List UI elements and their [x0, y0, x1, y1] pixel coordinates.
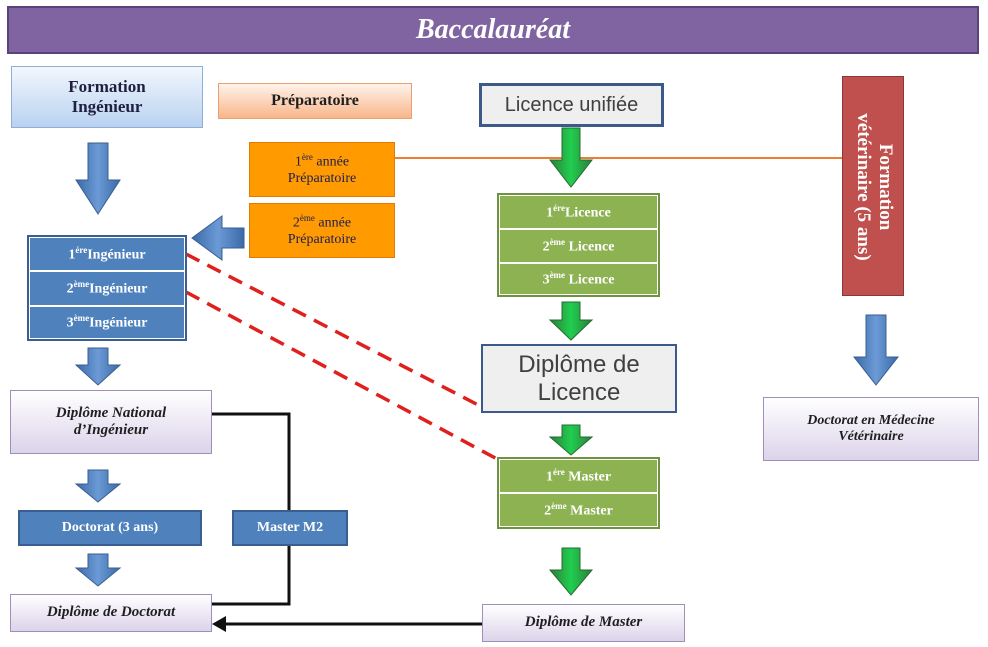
blue-arrow-down [74, 469, 122, 503]
formation-veterinaire-line1: Formation [874, 143, 896, 231]
master-year-2: 2ème Master [499, 493, 658, 527]
doctorat-veterinaire-line1: Doctorat en Médecine [807, 412, 935, 428]
blue-arrow-down [74, 553, 122, 587]
prep-year1-box: 1ère année Préparatoire [249, 142, 395, 197]
diplome-doctorat-box: Diplôme de Doctorat [10, 594, 212, 632]
dashed-link [185, 252, 485, 410]
licence-year-1: 1éreLicence [499, 195, 658, 229]
diplome-licence-box: Diplôme de Licence [481, 344, 677, 413]
green-arrow-down [548, 127, 594, 188]
blue-arrow-left [191, 215, 245, 261]
formation-veterinaire-line2: vétérinaire (5 ans) [853, 113, 874, 261]
diplome-licence-line1: Diplôme de [518, 350, 640, 378]
doctorat-box: Doctorat (3 ans) [18, 510, 202, 546]
ingenieur-year-1: 1éreIngénieur [29, 237, 185, 271]
green-arrow-down [548, 301, 594, 341]
arrow-head-left [212, 616, 226, 632]
licence-year-3: 3ème Licence [499, 263, 658, 295]
green-arrow-down [548, 424, 594, 456]
ingenieur-year-3: 3èmeIngénieur [29, 306, 185, 339]
blue-arrow-down [852, 314, 900, 386]
diplome-master-box: Diplôme de Master [482, 604, 685, 642]
header-baccalaureat: Baccalauréat [7, 6, 979, 54]
master-year-1: 1ére Master [499, 459, 658, 493]
formation-ingenieur-line1: Formation [68, 77, 146, 97]
prep-year1-label: 1ère année [294, 152, 350, 170]
preparatoire-box: Préparatoire [218, 83, 412, 119]
licence-year-2: 2ème Licence [499, 229, 658, 263]
blue-arrow-down [74, 347, 122, 386]
ingenieur-year-2: 2èmeIngénieur [29, 271, 185, 306]
diplome-licence-line2: Licence [537, 378, 621, 406]
master-m2-loop [212, 412, 291, 606]
diplome-ingenieur-box: Diplôme National d’Ingénieur [10, 390, 212, 454]
formation-ingenieur-box: Formation Ingénieur [11, 66, 203, 128]
diplome-ingenieur-line1: Diplôme National [55, 404, 167, 421]
doctorat-veterinaire-line2: Vétérinaire [838, 429, 904, 444]
dashed-link [185, 290, 500, 462]
licence-years-group: 1éreLicence 2ème Licence 3ème Licence [497, 193, 660, 297]
master-m2-box: Master M2 [232, 510, 348, 546]
prep-year2-sub: Préparatoire [287, 231, 357, 247]
prep-year2-label: 2ème année [292, 213, 352, 231]
diplome-ingenieur-line2: d’Ingénieur [73, 422, 149, 438]
doctorat-veterinaire-box: Doctorat en Médecine Vétérinaire [763, 397, 979, 461]
prep-year2-box: 2ème année Préparatoire [249, 203, 395, 258]
prep-year1-sub: Préparatoire [287, 170, 357, 186]
formation-ingenieur-line2: Ingénieur [71, 97, 143, 116]
green-arrow-down [548, 547, 594, 596]
blue-arrow-down [75, 142, 121, 215]
ingenieur-years-group: 1éreIngénieur 2èmeIngénieur 3èmeIngénieu… [27, 235, 187, 341]
licence-unifiee-box: Licence unifiée [479, 83, 664, 127]
formation-veterinaire-box: Formation vétérinaire (5 ans) [842, 76, 904, 296]
master-years-group: 1ére Master 2ème Master [497, 457, 660, 529]
